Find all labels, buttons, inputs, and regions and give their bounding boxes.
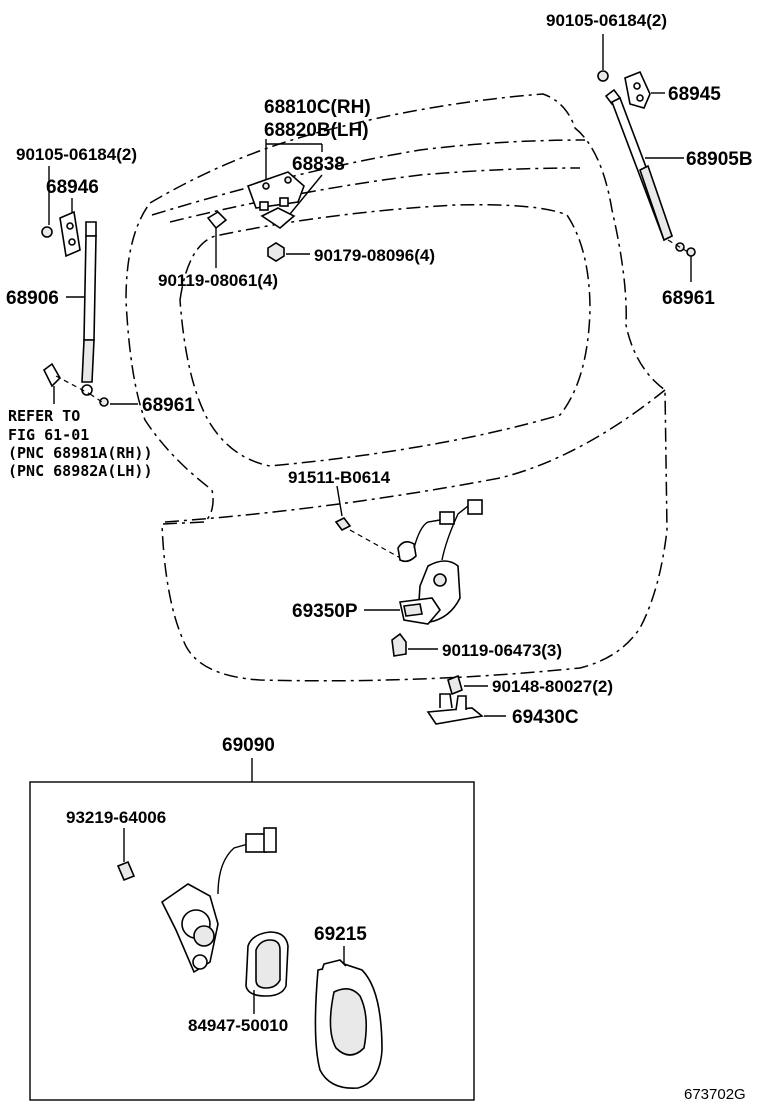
- label-bolt-4: 90119-08061(4): [158, 271, 278, 290]
- lock-group: [334, 485, 483, 657]
- hinge-center-icon: [246, 171, 305, 211]
- label-screw-lock: 91511-B0614: [288, 468, 391, 487]
- label-stay-right: 68905B: [686, 149, 753, 170]
- label-refer-line3: (PNC 68981A(RH)): [8, 444, 153, 462]
- center-hinge-group: [206, 139, 323, 268]
- hinge-left-icon: [59, 210, 81, 258]
- label-hinge-lh: 68820B(LH): [264, 120, 369, 141]
- label-drawing-code: 673702G: [684, 1086, 746, 1103]
- label-refer-line4: (PNC 68982A(LH)): [8, 462, 153, 480]
- label-striker: 69430C: [512, 707, 579, 728]
- pad-icon: [245, 931, 289, 997]
- right-hinge-group: [597, 34, 696, 282]
- bolt-3-icon: [391, 632, 407, 657]
- kit-box: [29, 758, 475, 1101]
- striker-group: [426, 674, 506, 725]
- label-gasket: 68838: [292, 154, 345, 175]
- gasket-icon: [260, 207, 296, 230]
- bolt-top-left-icon: [41, 226, 53, 238]
- nut-4-icon: [267, 242, 285, 262]
- ball-right-icon: [675, 242, 696, 257]
- label-ball-left: 68961: [142, 395, 195, 416]
- label-bolt-top-left: 90105-06184(2): [16, 145, 137, 164]
- label-kit: 69090: [222, 735, 275, 756]
- label-screw-switch: 93219-64006: [66, 808, 166, 827]
- screw-switch-icon: [116, 860, 136, 882]
- label-hinge-left: 68946: [46, 177, 99, 198]
- bolt-top-right-icon: [597, 70, 609, 82]
- stay-right-icon: [604, 88, 674, 242]
- label-lock-assy: 69350P: [292, 601, 358, 622]
- label-nut-4: 90179-08096(4): [314, 246, 435, 265]
- label-bolt-3: 90119-06473(3): [442, 641, 562, 660]
- label-bolt-top-right: 90105-06184(2): [546, 11, 667, 30]
- label-stay-left: 68906: [6, 288, 59, 309]
- label-cover: 69215: [314, 924, 367, 945]
- bolt-4-icon: [206, 210, 228, 230]
- ball-left-icon: [99, 397, 109, 407]
- label-hinge-right: 68945: [668, 84, 721, 105]
- striker-icon: [426, 693, 484, 725]
- back-door-outline: [125, 93, 668, 682]
- bracket-refer-icon: [42, 362, 61, 388]
- screw-lock-icon: [334, 516, 352, 532]
- screw-2-icon: [447, 674, 463, 696]
- left-hinge-group: [41, 166, 138, 407]
- label-refer-line2: FIG 61-01: [8, 426, 89, 444]
- label-pad: 84947-50010: [188, 1016, 288, 1035]
- label-ball-right: 68961: [662, 288, 715, 309]
- label-screw-2: 90148-80027(2): [492, 677, 613, 696]
- stay-left-icon: [81, 221, 97, 396]
- switch-assembly-icon: [160, 827, 277, 974]
- lock-assembly-icon: [397, 499, 483, 625]
- label-hinge-rh: 68810C(RH): [264, 97, 371, 118]
- label-refer-line1: REFER TO: [8, 407, 80, 425]
- cover-icon: [314, 959, 383, 1089]
- hinge-right-icon: [624, 70, 651, 109]
